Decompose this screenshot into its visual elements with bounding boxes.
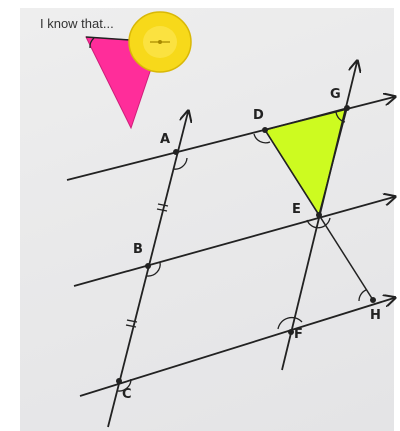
note-caption: I know that...	[40, 16, 114, 31]
point-c	[116, 378, 122, 384]
parallel-line-bottom	[79, 298, 394, 397]
point-a	[173, 149, 179, 155]
label-point-d: D	[253, 108, 264, 123]
point-g	[344, 105, 350, 111]
point-e	[316, 212, 322, 218]
paper-sheet	[20, 8, 394, 431]
note-angle-arc	[89, 37, 95, 49]
angle-arc-a	[172, 157, 188, 170]
point-d	[262, 127, 268, 133]
point-h	[370, 297, 376, 303]
label-point-f: F	[294, 327, 303, 342]
label-point-c: C	[122, 387, 132, 402]
angle-arc-f	[277, 316, 303, 330]
green-triangle	[263, 106, 349, 217]
push-pin-icon	[128, 11, 192, 73]
label-point-a: A	[160, 132, 171, 147]
parallel-line-middle	[73, 197, 394, 287]
label-point-b: B	[133, 242, 143, 257]
parallel-line-top	[66, 97, 394, 181]
point-b	[145, 263, 151, 269]
label-point-e: E	[292, 202, 301, 217]
angle-arc-g	[335, 111, 346, 123]
label-point-g: G	[330, 87, 341, 102]
transversal-abc	[107, 112, 188, 428]
angle-arc-c	[117, 378, 132, 392]
angle-arc-b	[146, 261, 161, 277]
label-point-h: H	[370, 308, 381, 323]
tick-marks-ab	[156, 203, 169, 212]
angle-arc-e	[306, 217, 331, 229]
tick-marks-bc	[125, 319, 138, 328]
angle-arc-d	[253, 133, 271, 144]
point-f	[288, 329, 294, 335]
angle-arc-h	[358, 289, 367, 302]
